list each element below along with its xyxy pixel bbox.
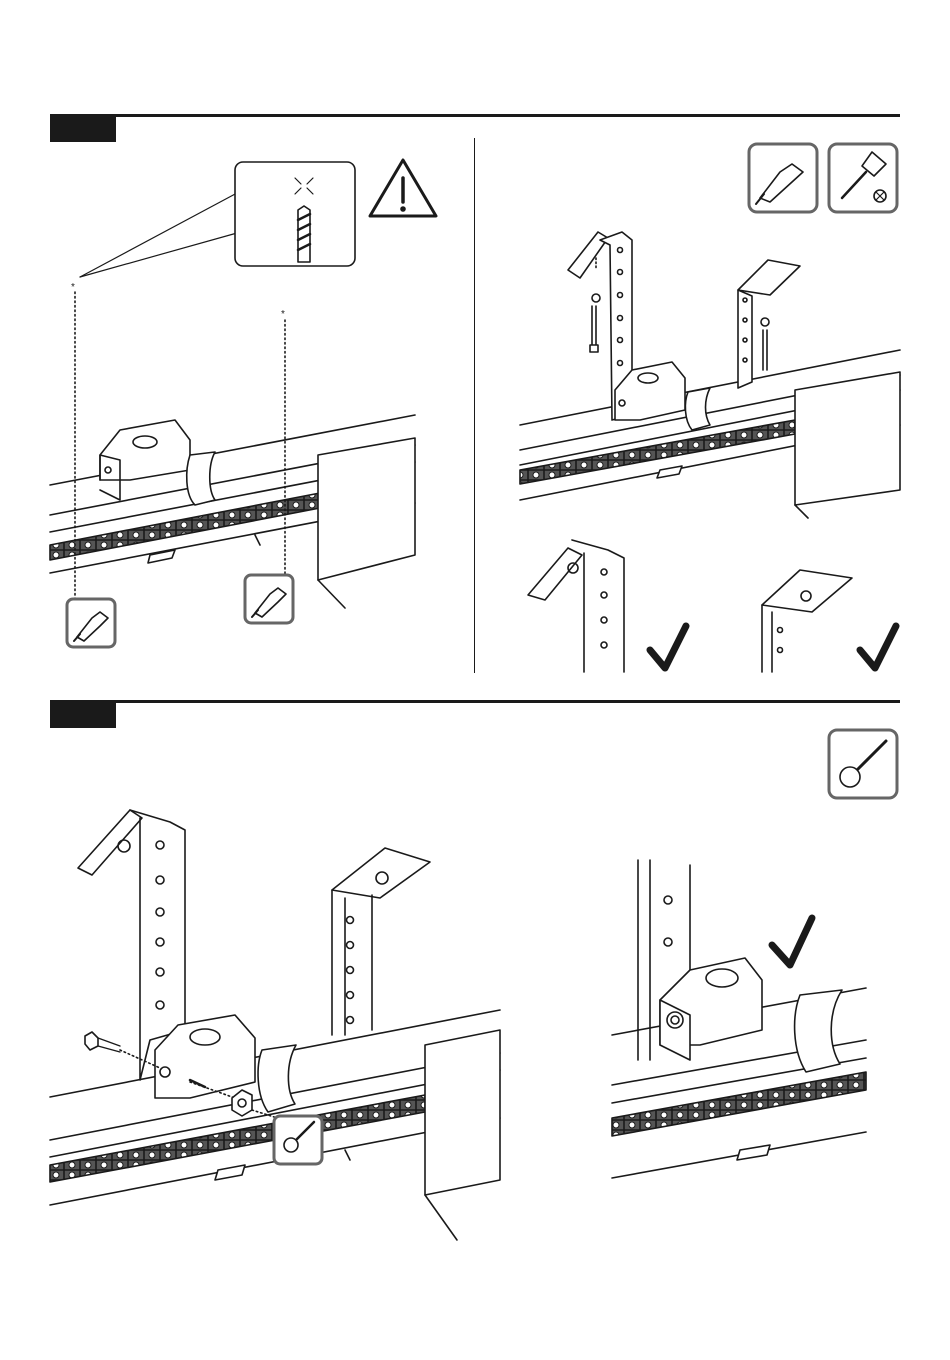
screw bbox=[763, 330, 767, 370]
drill-bit-callout bbox=[235, 162, 355, 266]
housing-cover bbox=[425, 1030, 500, 1195]
ring-wrench-icon bbox=[274, 1116, 322, 1164]
result-detail-panel bbox=[612, 860, 866, 1178]
housing-cover bbox=[795, 372, 900, 505]
hex-nut bbox=[232, 1090, 252, 1116]
bolt bbox=[85, 1032, 120, 1052]
rail-bracket bbox=[615, 362, 710, 430]
drill-icon bbox=[749, 144, 817, 212]
mounting-bracket-right bbox=[332, 848, 430, 1035]
bracket-screw-panel bbox=[520, 144, 900, 672]
checkmark-icon bbox=[860, 626, 896, 668]
rail-bracket bbox=[100, 420, 215, 505]
mark-left: * bbox=[71, 282, 75, 293]
drill-icon bbox=[245, 575, 293, 623]
bracket-ok-example-2 bbox=[762, 570, 852, 672]
drive-chain bbox=[50, 493, 320, 560]
housing-cover bbox=[318, 438, 415, 580]
screw bbox=[592, 306, 596, 345]
bracket-ok-example-1 bbox=[528, 540, 624, 672]
drill-mark-panel: * * bbox=[50, 160, 436, 647]
drill-icon bbox=[67, 599, 115, 647]
warning-triangle-icon bbox=[370, 160, 436, 216]
checkmark-icon bbox=[772, 918, 812, 965]
bolt-assembly-panel bbox=[50, 730, 897, 1240]
drive-chain bbox=[612, 1072, 866, 1136]
washer bbox=[592, 294, 600, 302]
phillips-screwdriver-icon bbox=[829, 144, 897, 212]
rail-bracket bbox=[155, 1015, 296, 1112]
mark-right: * bbox=[281, 309, 285, 320]
washer bbox=[761, 318, 769, 326]
rail-bracket bbox=[660, 958, 842, 1072]
checkmark-icon bbox=[650, 626, 686, 668]
ring-wrench-icon bbox=[829, 730, 897, 798]
